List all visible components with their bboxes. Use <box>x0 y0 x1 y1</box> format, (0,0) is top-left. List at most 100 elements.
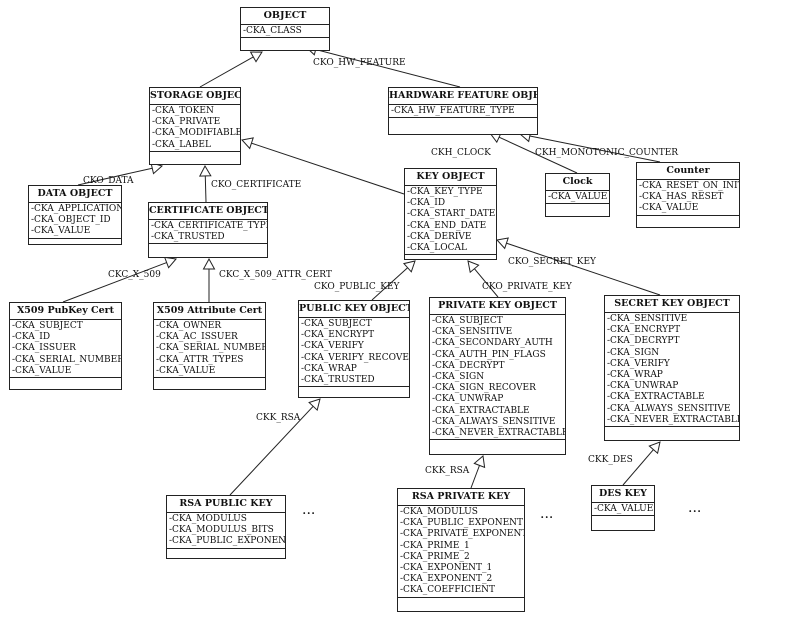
edge-label-cko-certificate: CKO_CERTIFICATE <box>211 180 302 190</box>
attribute: -CKA_SERIAL_NUMBER <box>12 354 121 365</box>
attribute: -CKA_VALUE <box>156 365 216 376</box>
attribute: -CKA_PUBLIC_EXPONENT <box>400 518 524 529</box>
class-title: DATA OBJECT <box>29 186 121 203</box>
attribute: -CKA_OWNER <box>156 321 222 331</box>
attribute: -CKA_DERIVE <box>407 231 472 242</box>
ellipsis-2: ... <box>540 506 554 522</box>
edge-label-cko-hw-feature: CKO_HW_FEATURE <box>313 58 406 68</box>
class-title: Clock <box>546 174 609 191</box>
class-des-key: DES KEY-CKA_VALUE <box>591 485 655 531</box>
attribute-list: -CKA_APPLICATION-CKA_OBJECT_ID-CKA_VALUE <box>29 203 121 239</box>
class-object: OBJECT-CKA_CLASS <box>240 7 330 51</box>
arrowhead-storage-to-object <box>249 51 263 63</box>
attribute: -CKA_CLASS <box>243 26 302 36</box>
attribute: -CKA_MODULUS_BITS <box>169 525 274 536</box>
class-title: STORAGE OBJECT <box>150 88 240 105</box>
edge-publickey-to-key <box>371 267 408 301</box>
edge-label-ckk-des: CKK_DES <box>588 455 633 465</box>
class-rsa-private-key: RSA PRIVATE KEY-CKA_MODULUS-CKA_PUBLIC_E… <box>397 488 525 612</box>
edge-x509pub-to-certificate <box>62 262 167 303</box>
arrowhead-x509attr-to-certificate <box>202 257 216 270</box>
class-certificate-object: CERTIFICATE OBJECT-CKA_CERTIFICATE_TYPE-… <box>148 202 268 258</box>
attribute: -CKA_DECRYPT <box>607 336 680 347</box>
edge-label-ckc-x-509: CKC_X_509 <box>108 270 161 280</box>
attribute: -CKA_SIGN <box>432 372 485 383</box>
attribute-list: -CKA_VALUE <box>592 503 654 517</box>
class-key-object: KEY OBJECT-CKA_KEY_TYPE-CKA_ID-CKA_START… <box>404 168 497 260</box>
attribute-list: -CKA_RESET_ON_INIT-CKA_HAS_RESET-CKA_VAL… <box>637 180 739 216</box>
attribute-list: -CKA_CERTIFICATE_TYPE-CKA_TRUSTED <box>149 220 267 245</box>
attribute-list: -CKA_SUBJECT-CKA_SENSITIVE-CKA_SECONDARY… <box>430 315 565 441</box>
attribute: -CKA_SERIAL_NUMBER <box>156 343 265 354</box>
attribute: -CKA_EXPONENT_2 <box>400 574 493 585</box>
attribute-list: -CKA_SUBJECT-CKA_ENCRYPT-CKA_VERIFY-CKA_… <box>299 318 409 388</box>
attribute: -CKA_PUBLIC_EXPONENT <box>169 536 285 547</box>
class-title: KEY OBJECT <box>405 169 496 186</box>
attribute: -CKA_RESET_ON_INIT <box>639 181 739 191</box>
attribute: -CKA_UNWRAP <box>607 381 679 392</box>
class-title: DES KEY <box>592 486 654 503</box>
ellipsis-1: ... <box>302 502 316 518</box>
attribute: -CKA_ALWAYS_SENSITIVE <box>607 403 731 414</box>
edge-data-to-storage <box>77 167 153 186</box>
edge-label-ckc-x-509-attr-cert: CKC_X_509_ATTR_CERT <box>219 270 332 280</box>
attribute: -CKA_TRUSTED <box>151 232 225 243</box>
attribute-list: -CKA_TOKEN-CKA_PRIVATE-CKA_MODIFIABLE-CK… <box>150 105 240 152</box>
class-clock: Clock-CKA_VALUE <box>545 173 610 217</box>
edge-label-ckk-rsa-private: CKK_RSA <box>425 466 470 476</box>
attribute-list: -CKA_SENSITIVE-CKA_ENCRYPT-CKA_DECRYPT-C… <box>605 313 739 428</box>
attribute: -CKA_HAS_RESET <box>639 192 724 203</box>
attribute-list: -CKA_HW_FEATURE_TYPE <box>389 105 537 119</box>
edge-label-cko-data: CKO_DATA <box>83 176 134 186</box>
attribute: -CKA_APPLICATION <box>31 204 121 214</box>
attribute: -CKA_END_DATE <box>407 220 487 231</box>
attribute: -CKA_START_DATE <box>407 209 496 220</box>
attribute: -CKA_PRIME_2 <box>400 551 470 562</box>
attribute: -CKA_VALUE <box>594 504 654 514</box>
edge-key-to-storage <box>251 142 405 195</box>
edge-rsapriv-to-privatekey <box>470 465 480 489</box>
class-hardware-feature-object: HARDWARE FEATURE OBJECT-CKA_HW_FEATURE_T… <box>388 87 538 135</box>
attribute: -CKA_ID <box>407 198 446 209</box>
attribute: -CKA_VERIFY_RECOVER <box>301 352 409 363</box>
edge-label-ckk-rsa-public: CKK_RSA <box>256 413 301 423</box>
class-x509-attribute-cert: X509 Attribute Cert-CKA_OWNER-CKA_AC_ISS… <box>153 302 266 390</box>
arrowhead-publickey-to-key <box>402 260 416 273</box>
attribute: -CKA_AUTH_PIN_FLAGS <box>432 349 546 360</box>
attribute: -CKA_ENCRYPT <box>301 330 375 341</box>
attribute: -CKA_EXTRACTABLE <box>607 392 705 403</box>
class-title: OBJECT <box>241 8 329 25</box>
attribute: -CKA_ENCRYPT <box>607 325 681 336</box>
attribute: -CKA_MODULUS <box>400 507 478 517</box>
class-private-key-object: PRIVATE KEY OBJECT-CKA_SUBJECT-CKA_SENSI… <box>429 297 566 455</box>
attribute: -CKA_OBJECT_ID <box>31 215 111 226</box>
attribute: -CKA_VALUE <box>12 365 72 376</box>
class-title: PUBLIC KEY OBJECT <box>299 301 409 318</box>
attribute: -CKA_SUBJECT <box>432 316 503 326</box>
attribute-list: -CKA_KEY_TYPE-CKA_ID-CKA_START_DATE-CKA_… <box>405 186 496 256</box>
attribute: -CKA_TRUSTED <box>301 375 375 386</box>
edge-label-cko-private-key: CKO_PRIVATE_KEY <box>482 282 572 292</box>
attribute: -CKA_KEY_TYPE <box>407 187 483 197</box>
class-title: RSA PRIVATE KEY <box>398 489 524 506</box>
arrowhead-deskey-to-secretkey <box>648 441 661 455</box>
attribute: -CKA_EXPONENT_1 <box>400 563 493 574</box>
class-secret-key-object: SECRET KEY OBJECT-CKA_SENSITIVE-CKA_ENCR… <box>604 295 740 441</box>
attribute: -CKA_SUBJECT <box>12 321 83 331</box>
attribute: -CKA_MODIFIABLE <box>152 128 240 139</box>
class-x509-pubkey-cert: X509 PubKey Cert-CKA_SUBJECT-CKA_ID-CKA_… <box>9 302 122 390</box>
edge-secretkey-to-key <box>506 242 661 296</box>
edge-storage-to-object <box>199 56 254 88</box>
attribute-list: -CKA_CLASS <box>241 25 329 39</box>
arrowhead-certificate-to-storage <box>198 164 212 177</box>
class-counter: Counter-CKA_RESET_ON_INIT-CKA_HAS_RESET-… <box>636 162 740 228</box>
attribute-list: -CKA_MODULUS-CKA_MODULUS_BITS-CKA_PUBLIC… <box>167 513 285 549</box>
edge-privatekey-to-key <box>474 268 499 298</box>
attribute: -CKA_ID <box>12 332 51 343</box>
class-title: X509 Attribute Cert <box>154 303 265 320</box>
attribute: -CKA_VERIFY <box>607 358 670 369</box>
attribute-list: -CKA_VALUE <box>546 191 609 205</box>
attribute: -CKA_NEVER_EXTRACTABLE <box>432 428 565 439</box>
attribute: -CKA_WRAP <box>301 363 357 374</box>
